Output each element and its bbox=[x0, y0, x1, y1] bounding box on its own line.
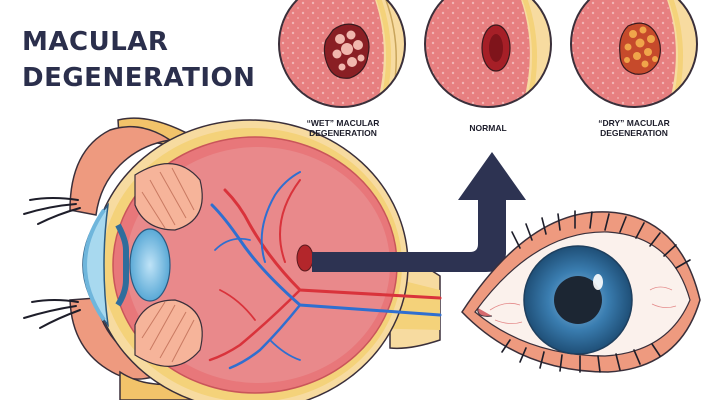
normal-macula-panel bbox=[416, 0, 566, 120]
macula-spot bbox=[297, 245, 313, 271]
normal-label: NORMAL bbox=[438, 123, 538, 133]
wet-label-line-2: DEGENERATION bbox=[293, 128, 393, 138]
wet-lesion bbox=[324, 24, 369, 78]
drusen-cluster bbox=[620, 23, 661, 74]
wet-macular-panel bbox=[270, 0, 420, 120]
dry-label-line-1: “DRY” MACULAR bbox=[584, 118, 684, 128]
dry-label-line-2: DEGENERATION bbox=[584, 128, 684, 138]
title-line-2: DEGENERATION bbox=[22, 63, 255, 93]
normal-label-line-1: NORMAL bbox=[438, 123, 538, 133]
lens bbox=[130, 229, 170, 301]
dry-macular-label: “DRY” MACULAR DEGENERATION bbox=[584, 118, 684, 138]
wet-macular-label: “WET” MACULAR DEGENERATION bbox=[293, 118, 393, 138]
title-line-1: MACULAR bbox=[22, 27, 168, 57]
wet-label-line-1: “WET” MACULAR bbox=[293, 118, 393, 128]
dry-macular-panel bbox=[562, 0, 712, 120]
